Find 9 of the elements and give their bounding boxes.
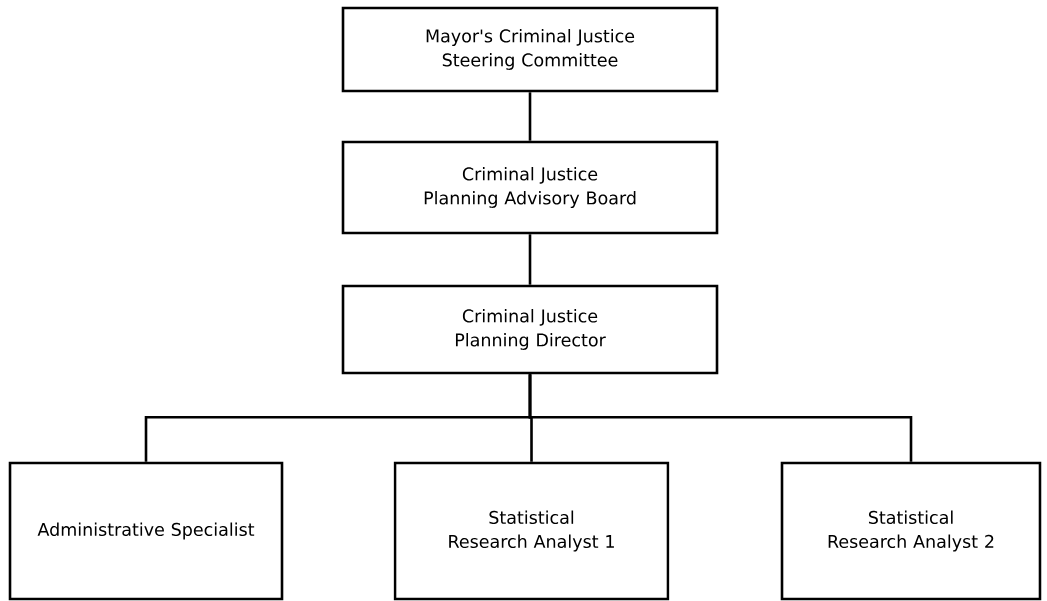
org-box: Criminal Justice Planning Advisory Board: [341, 140, 719, 235]
connector-line: [528, 234, 532, 285]
org-box: Administrative Specialist: [8, 461, 284, 601]
connector-line: [528, 374, 913, 462]
org-box: Statistical Research Analyst 2: [780, 461, 1042, 601]
org-box: Criminal Justice Planning Director: [341, 284, 719, 375]
connector-line: [528, 92, 532, 141]
org-box: Mayor's Criminal Justice Steering Committee: [341, 6, 719, 93]
org-box: Statistical Research Analyst 1: [393, 461, 670, 601]
